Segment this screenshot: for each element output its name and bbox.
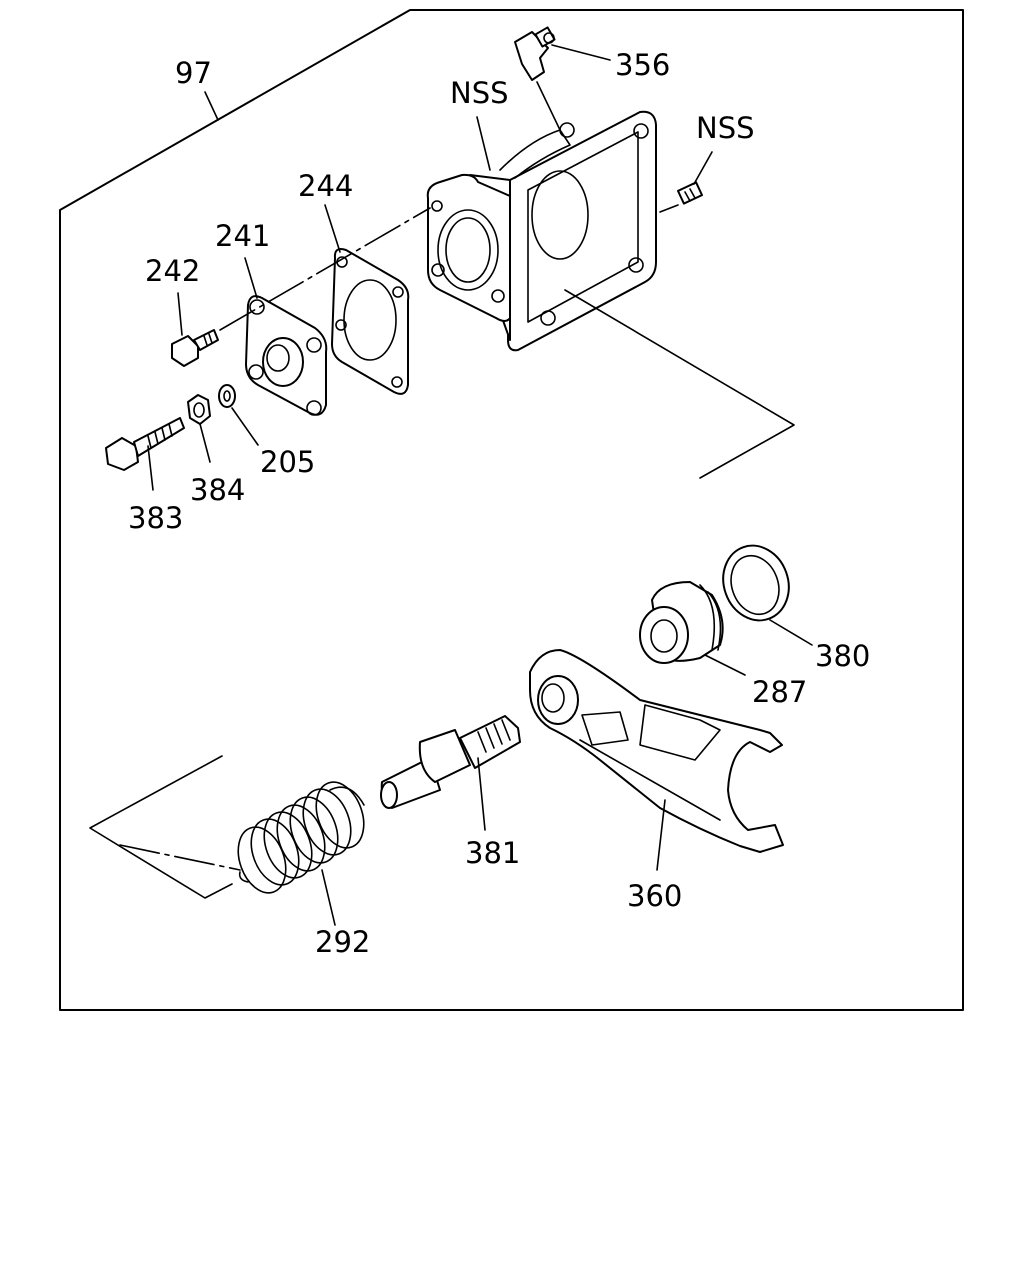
label-97: 97 xyxy=(175,56,212,90)
bushing xyxy=(639,581,724,664)
leader-360 xyxy=(656,799,666,871)
cover-bolt xyxy=(171,329,219,367)
leader-242 xyxy=(177,292,183,336)
seal-ring xyxy=(722,544,790,622)
pivot-pin xyxy=(380,715,521,809)
label-383: 383 xyxy=(128,501,183,535)
housing xyxy=(426,110,657,352)
label-360: 360 xyxy=(627,879,682,913)
leader-plug xyxy=(693,151,713,185)
adjust-bolt xyxy=(105,417,185,471)
label-381: 381 xyxy=(465,836,520,870)
leader-287 xyxy=(704,654,746,676)
section-break-upper xyxy=(564,289,795,479)
leader-97 xyxy=(204,91,219,121)
spring xyxy=(237,781,365,894)
leader-292 xyxy=(321,869,336,926)
section-break-lower xyxy=(89,755,233,899)
label-384: 384 xyxy=(190,473,245,507)
release-fork xyxy=(529,649,784,853)
label-242: 242 xyxy=(145,254,200,288)
leader-205 xyxy=(231,407,259,446)
leader-383 xyxy=(147,445,154,491)
leader-housing xyxy=(476,116,491,171)
label-plug-nss: NSS xyxy=(696,111,755,145)
label-380: 380 xyxy=(815,639,870,673)
leader-241 xyxy=(244,257,258,299)
plug xyxy=(676,181,704,205)
label-241: 241 xyxy=(215,219,270,253)
assembly-frame xyxy=(59,9,964,1011)
leader-384 xyxy=(199,423,211,463)
plug-axis xyxy=(659,204,679,213)
label-292: 292 xyxy=(315,925,370,959)
leader-244 xyxy=(324,204,341,253)
cover-axis xyxy=(219,207,431,331)
label-356: 356 xyxy=(615,48,670,82)
gasket xyxy=(331,248,410,395)
label-287: 287 xyxy=(752,675,807,709)
washer xyxy=(218,384,236,408)
leader-380 xyxy=(769,619,813,646)
label-205: 205 xyxy=(260,445,315,479)
spring-axis xyxy=(119,844,241,871)
nut xyxy=(187,394,211,425)
label-244: 244 xyxy=(298,169,353,203)
label-housing-nss: NSS xyxy=(450,76,509,110)
cover xyxy=(245,295,328,416)
leader-381 xyxy=(477,757,486,831)
fitting-axis xyxy=(536,81,561,131)
leader-356 xyxy=(551,44,611,61)
grease-fitting xyxy=(514,26,556,81)
